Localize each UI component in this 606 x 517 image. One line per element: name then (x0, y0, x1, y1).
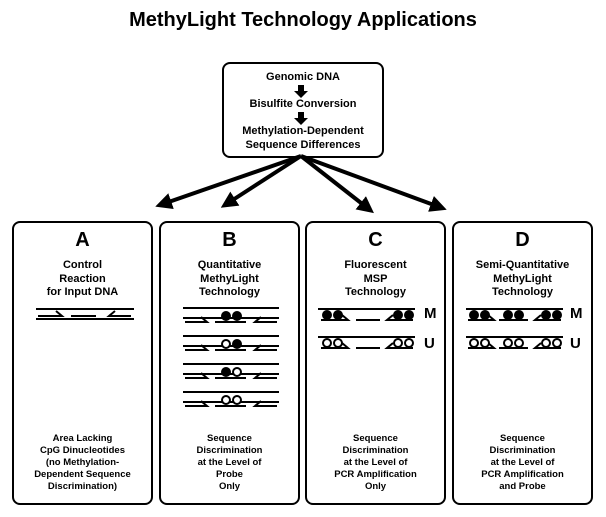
panel-b-heading-line: MethyLight (200, 272, 259, 285)
panel-b-letter: B (222, 229, 237, 251)
panel-c: C Fluorescent MSP Technology Sequence Di… (305, 221, 446, 505)
panel-a-footer-line: CpG Dinucleotides (40, 445, 125, 456)
panel-b-heading: Quantitative MethyLight Technology (161, 259, 298, 300)
panel-b-footer-line: Sequence (207, 433, 252, 444)
panel-c-unmethylated-duplex-icon (318, 336, 415, 349)
unmethylated-label-c: U (424, 335, 435, 352)
panel-d: D Semi-Quantitative MethyLight Technolog… (452, 221, 593, 505)
panel-a-footer: Area Lacking CpG Dinucleotides (no Methy… (14, 433, 151, 493)
panel-a-footer-line: Dependent Sequence (34, 469, 131, 480)
arrow-to-panel-b-icon (220, 154, 303, 208)
panel-c-footer-line: Sequence (353, 433, 398, 444)
panel-a-heading-line: for Input DNA (46, 286, 119, 298)
panel-d-footer-line: Discrimination (489, 445, 556, 456)
panel-a-footer-line: Area Lacking (52, 433, 113, 444)
panel-b-duplex-icon (183, 335, 279, 351)
bisulfite-conversion-label: Bisulfite Conversion (249, 98, 357, 110)
unmethylated-label-d: U (570, 335, 581, 352)
panel-d-heading-line: Semi-Quantitative (475, 259, 570, 271)
panel-d-unmethylated-duplex-icon (466, 336, 563, 349)
panel-a-letter: A (75, 229, 90, 251)
panel-c-heading-line: Fluorescent (344, 259, 407, 271)
panel-b-duplex-icon (183, 307, 279, 323)
panel-b-footer: Sequence Discrimination at the Level of … (161, 433, 298, 493)
panel-d-footer-line: at the Level of (490, 457, 555, 468)
panel-c-heading-line: MSP (363, 272, 388, 285)
diagram-title: MethyLight Technology Applications (129, 9, 477, 31)
methylated-label-d: M (570, 305, 583, 322)
panel-a-footer-line: Discrimination) (47, 481, 118, 492)
panel-c-heading-line: Technology (345, 286, 406, 298)
genomic-dna-label: Genomic DNA (266, 71, 340, 83)
panel-c-heading: Fluorescent MSP Technology (307, 259, 444, 300)
panel-a-heading-line: Reaction (59, 272, 106, 285)
down-arrow-icon (294, 85, 308, 98)
methylation-dependent-label: Methylation-Dependent (242, 125, 364, 137)
panel-a: A Control Reaction for Input DNA Area La… (12, 221, 153, 505)
panel-a-footer-line: (no Methylation- (45, 457, 120, 468)
panel-b-footer-line: Discrimination (196, 445, 263, 456)
panel-d-letter: D (515, 229, 530, 251)
methylated-label-c: M (424, 305, 437, 322)
panel-b-duplex-icon (183, 391, 279, 407)
panel-b-footer-line: at the Level of (197, 457, 262, 468)
panel-c-footer-line: Discrimination (342, 445, 409, 456)
panel-d-footer-line: and Probe (499, 481, 546, 492)
panel-d-heading-line: Technology (492, 286, 553, 298)
panel-c-footer-line: at the Level of (343, 457, 408, 468)
panel-d-heading-line: MethyLight (493, 272, 552, 285)
panel-c-letter: C (368, 229, 383, 251)
arrow-to-panel-a-icon (155, 154, 302, 210)
panel-c-methylated-duplex-icon (318, 308, 415, 321)
panel-c-footer-line: PCR Amplification (334, 469, 417, 480)
arrow-to-panel-d-icon (300, 154, 447, 212)
panel-d-methylated-duplex-icon (466, 308, 563, 321)
panel-a-duplex-icon (36, 308, 134, 320)
down-arrow-icon (294, 112, 308, 125)
panel-d-footer-line: Sequence (500, 433, 545, 444)
panel-d-footer: Sequence Discrimination at the Level of … (454, 433, 591, 493)
panel-d-footer-line: PCR Amplification (481, 469, 564, 480)
panel-a-heading: Control Reaction for Input DNA (14, 259, 151, 300)
arrow-to-panel-c-icon (299, 154, 374, 214)
panel-b-footer-line: Probe (216, 469, 243, 480)
panel-b-footer-line: Only (218, 481, 241, 492)
panel-c-footer-line: Only (364, 481, 387, 492)
sequence-differences-label: Sequence Differences (245, 139, 361, 151)
panel-b-heading-line: Technology (199, 286, 260, 298)
panel-d-heading: Semi-Quantitative MethyLight Technology (454, 259, 591, 300)
panel-b-heading-line: Quantitative (197, 259, 262, 271)
genomic-dna-box: Genomic DNA Bisulfite Conversion Methyla… (222, 62, 384, 158)
panel-c-footer: Sequence Discrimination at the Level of … (307, 433, 444, 493)
panel-a-heading-line: Control (62, 259, 103, 271)
panel-b-duplex-icon (183, 363, 279, 379)
